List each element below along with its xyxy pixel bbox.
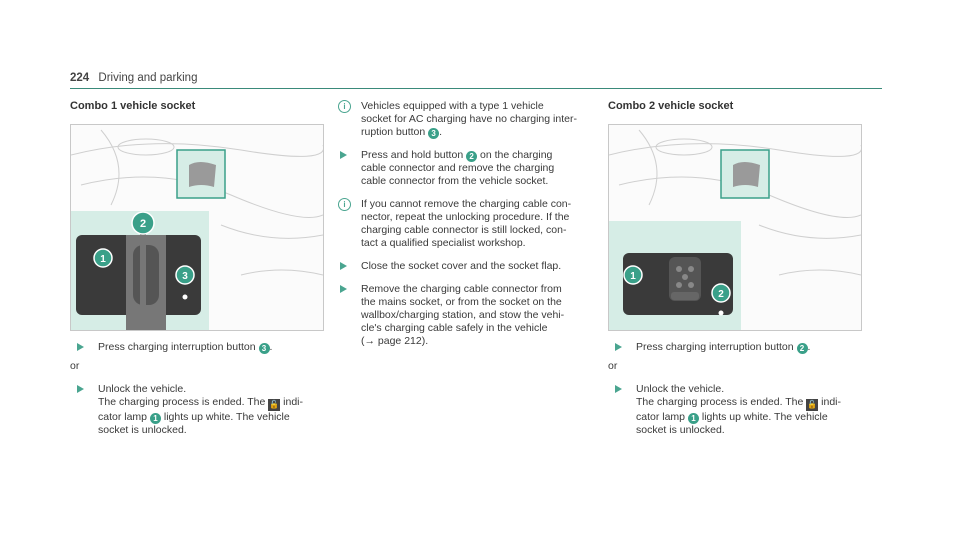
arrow-right-icon <box>615 385 622 393</box>
column-middle: i Vehicles equipped with a type 1 vehicl… <box>333 100 587 348</box>
badge-1: 1 <box>687 413 699 424</box>
combo1-or: or <box>70 360 80 372</box>
badge-3: 3 <box>428 128 440 139</box>
arrow-right-icon <box>615 343 622 351</box>
fig1-badge-2: 2 <box>140 218 146 230</box>
badge-2: 2 <box>796 343 808 354</box>
combo1-figure: 2 1 3 <box>70 124 324 331</box>
arrow-right-icon <box>340 262 347 270</box>
info-icon: i <box>338 100 351 113</box>
combo1-step-press: Press charging interruption button 3. <box>70 341 324 354</box>
badge-2: 2 <box>466 151 478 162</box>
combo1-title: Combo 1 vehicle socket <box>70 100 196 112</box>
header-rule <box>70 88 882 89</box>
info-icon: i <box>338 198 351 211</box>
step-press-hold: Press and hold button 2 on the charging … <box>333 149 587 188</box>
note-cannot-remove: i If you cannot remove the charging cabl… <box>333 198 587 250</box>
page-reference-link[interactable]: (→ page 212). <box>361 335 429 347</box>
arrow-right-icon <box>340 285 347 293</box>
fig1-badge-3: 3 <box>182 271 188 282</box>
fig1-badge-1: 1 <box>100 254 106 265</box>
page-number: 224 <box>70 72 90 84</box>
fig2-badge-2: 2 <box>718 289 724 300</box>
note-no-interruption-button: i Vehicles equipped with a type 1 vehicl… <box>333 100 587 139</box>
combo1-illustration: 2 1 3 <box>71 129 323 330</box>
badge-1: 1 <box>149 413 161 424</box>
badge-3: 3 <box>258 343 270 354</box>
arrow-right-icon <box>340 151 347 159</box>
column-combo2: Combo 2 vehicle socket 1 2 <box>608 100 862 437</box>
fig2-badge-1: 1 <box>630 271 636 282</box>
column-combo1: Combo 1 vehicle socket 2 1 3 <box>70 100 324 437</box>
combo2-or: or <box>608 360 618 372</box>
section-title: Driving and parking <box>98 72 198 84</box>
combo2-illustration: 1 2 <box>609 129 861 330</box>
step-close-cover: Close the socket cover and the socket fl… <box>333 260 587 273</box>
page-header: 224 Driving and parking <box>70 72 197 84</box>
arrow-right-icon <box>77 343 84 351</box>
unlock-icon: 🔓 <box>268 399 281 411</box>
arrow-right-icon <box>77 385 84 393</box>
combo2-step-unlock: Unlock the vehicle. The charging process… <box>608 383 862 437</box>
step-remove-connector: Remove the charging cable connector from… <box>333 283 587 348</box>
combo2-step-press: Press charging interruption button 2. <box>608 341 862 354</box>
combo1-step-unlock: Unlock the vehicle. The charging process… <box>70 383 324 437</box>
combo2-figure: 1 2 <box>608 124 862 331</box>
combo2-title: Combo 2 vehicle socket <box>608 100 734 112</box>
unlock-icon: 🔓 <box>806 399 819 411</box>
